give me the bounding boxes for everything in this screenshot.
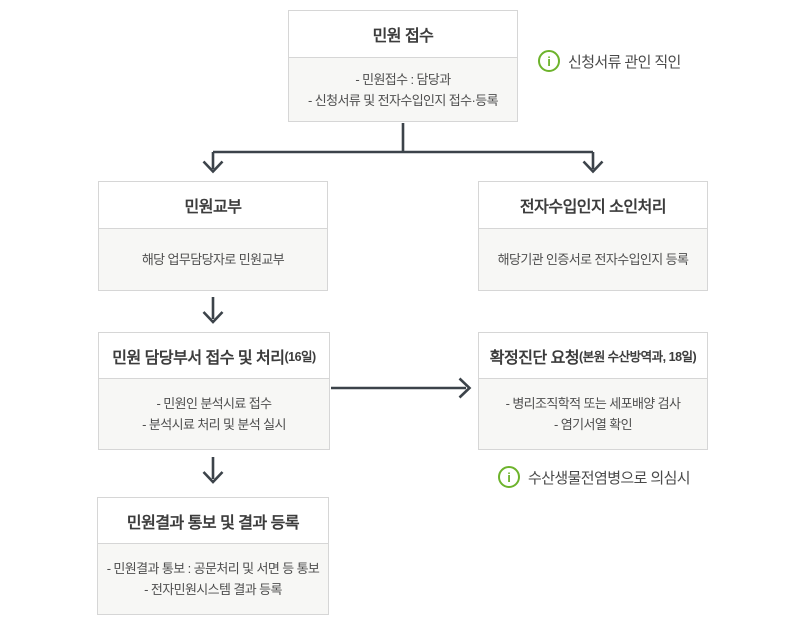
body-line: - 병리조직학적 또는 세포배양 검사 [505,396,681,411]
body-line: - 민원접수 : 담당과 [355,71,451,87]
note-suspected-disease: i 수산생물전염병으로 의심시 [498,466,691,488]
flow-box-department-processing: 민원 담당부서 접수 및 처리(16일) - 민원인 분석시료 접수 - 분석시… [98,332,330,450]
info-icon: i [498,466,520,488]
flow-box-reception: 민원 접수 - 민원접수 : 담당과 - 신청서류 및 전자수입인지 접수·등록 [288,10,518,122]
arrow-head-right [458,377,472,399]
arrow-head-down-left [202,160,224,174]
box-title-text: 전자수입인지 소인처리 [519,199,667,216]
box-body: - 민원접수 : 담당과 - 신청서류 및 전자수입인지 접수·등록 [289,58,517,121]
box-title-suffix: (본원 수산방역과, 18일) [579,350,697,364]
box-title-text: 민원결과 통보 및 결과 등록 [126,514,300,532]
flow-box-issuance: 민원교부 해당 업무담당자로 민원교부 [98,181,328,291]
box-title: 전자수입인지 소인처리 [479,182,707,229]
arrow-head-down-1 [202,311,224,324]
info-icon-glyph: i [507,469,511,485]
box-title-text: 확정진단 요청 [489,349,580,367]
flow-box-result-notify: 민원결과 통보 및 결과 등록 - 민원결과 통보 : 공문처리 및 서면 등 … [97,497,329,615]
box-title-text: 민원교부 [184,199,242,216]
body-line: 해당기관 인증서로 전자수입인지 등록 [497,252,689,267]
box-body: 해당기관 인증서로 전자수입인지 등록 [479,229,707,290]
body-line: - 전자민원시스템 결과 등록 [144,582,282,597]
box-title-text: 민원 담당부서 접수 및 처리 [112,349,285,367]
body-line: 해당 업무담당자로 민원교부 [141,252,285,267]
box-title: 확정진단 요청(본원 수산방역과, 18일) [479,333,707,379]
arrow-head-down-right [582,160,604,174]
flow-box-confirm-diagnosis: 확정진단 요청(본원 수산방역과, 18일) - 병리조직학적 또는 세포배양 … [478,332,708,450]
box-title: 민원교부 [99,182,327,229]
info-icon: i [538,50,560,72]
box-body: - 병리조직학적 또는 세포배양 검사 - 염기서열 확인 [479,379,707,449]
body-line: - 민원결과 통보 : 공문처리 및 서면 등 통보 [106,561,320,576]
box-title: 민원 담당부서 접수 및 처리(16일) [99,333,329,379]
info-icon-glyph: i [547,53,551,69]
body-line: - 분석시료 처리 및 분석 실시 [142,417,286,432]
note-text: 신청서류 관인 직인 [568,53,681,71]
box-title: 민원 접수 [289,11,517,58]
body-line: - 민원인 분석시료 접수 [156,396,272,411]
box-body: - 민원인 분석시료 접수 - 분석시료 처리 및 분석 실시 [99,379,329,449]
box-title-suffix: (16일) [284,350,316,364]
arrow-head-down-2 [202,471,224,484]
flow-box-stamp-cancel: 전자수입인지 소인처리 해당기관 인증서로 전자수입인지 등록 [478,181,708,291]
note-application-docs: i 신청서류 관인 직인 [538,50,681,72]
box-title-text: 민원 접수 [372,28,434,45]
body-line: - 신청서류 및 전자수입인지 접수·등록 [308,92,499,108]
box-body: 해당 업무담당자로 민원교부 [99,229,327,290]
arrow-split [211,123,595,169]
box-body: - 민원결과 통보 : 공문처리 및 서면 등 통보 - 전자민원시스템 결과 … [98,544,328,614]
box-title: 민원결과 통보 및 결과 등록 [98,498,328,544]
body-line: - 염기서열 확인 [554,417,633,432]
note-text: 수산생물전염병으로 의심시 [528,469,691,487]
